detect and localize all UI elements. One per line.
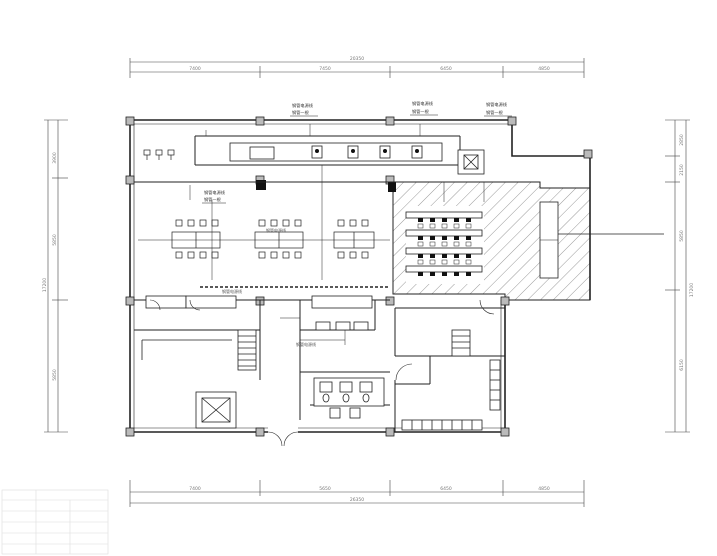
bottom-total-dim: 26350 — [350, 497, 364, 503]
hatched-zone — [392, 181, 664, 301]
annotation-1-line2: 钢管一根 — [292, 109, 310, 116]
central-service-rooms — [311, 295, 385, 419]
top-dim-3: 6450 — [440, 66, 452, 72]
bottom-dim-4: 4850 — [538, 486, 550, 492]
top-dim-2: 7450 — [319, 66, 331, 72]
bottom-dim-3: 6450 — [440, 486, 452, 492]
top-dim-4: 4850 — [538, 66, 550, 72]
right-dim-1: 2850 — [679, 134, 685, 146]
annotation-3-line2: 钢管一根 — [486, 109, 504, 116]
top-left-devices — [143, 149, 175, 160]
bottom-dimension-chain: 7400 5650 6450 4850 26350 — [129, 480, 585, 507]
annotation-3-line1: 钢管电源线 — [486, 101, 508, 108]
annotation-7: 钢管电源线 — [222, 288, 242, 294]
door-swings — [149, 299, 495, 447]
lower-right-room — [401, 329, 501, 431]
conduit-lines — [138, 124, 485, 345]
annotation-5: 钢管电源线 — [266, 227, 286, 233]
annotation-group: 钢管电源线 钢管一根 钢管电源线 钢管一根 钢管电源线 钢管一根 钢管电源线 钢… — [202, 100, 512, 347]
bottom-dim-1: 7400 — [189, 486, 201, 492]
right-total-dim: 17200 — [689, 283, 695, 297]
table-group-middle — [254, 219, 304, 259]
right-dim-2: 2150 — [679, 164, 685, 176]
bottom-dim-2: 5650 — [319, 486, 331, 492]
left-dimension-chain: 17200 3900 5850 5850 — [42, 119, 68, 433]
left-dim-1: 3900 — [52, 152, 58, 164]
dark-columns — [256, 180, 396, 192]
table-group-right — [333, 219, 375, 259]
right-dim-4: 6150 — [679, 359, 685, 371]
table-group-left — [171, 219, 221, 259]
left-total-dim: 17200 — [42, 278, 48, 292]
top-dim-1: 7400 — [189, 66, 201, 72]
annotation-1-line1: 钢管电源线 — [292, 102, 314, 109]
left-dim-2: 5850 — [52, 234, 58, 246]
annotation-4-line2: 钢管一根 — [204, 196, 222, 203]
lower-left-room — [141, 295, 257, 429]
right-dim-3: 5850 — [679, 230, 685, 242]
left-dim-3: 5850 — [52, 369, 58, 381]
top-total-dim: 20350 — [350, 56, 364, 62]
right-dimension-chain: 2850 2150 5850 17200 6150 — [665, 119, 695, 433]
shaft-top-right — [457, 149, 485, 175]
top-counter — [229, 142, 443, 162]
top-dimension-chain: 20350 7400 7450 6450 4850 — [129, 56, 585, 78]
annotation-2-line2: 钢管一根 — [412, 108, 430, 115]
annotation-6: 钢管电源线 — [296, 341, 316, 347]
annotation-4-line1: 钢管电源线 — [204, 189, 226, 196]
equipment-grid — [405, 206, 484, 284]
title-block — [1, 489, 109, 555]
annotation-2-line1: 钢管电源线 — [412, 100, 434, 107]
